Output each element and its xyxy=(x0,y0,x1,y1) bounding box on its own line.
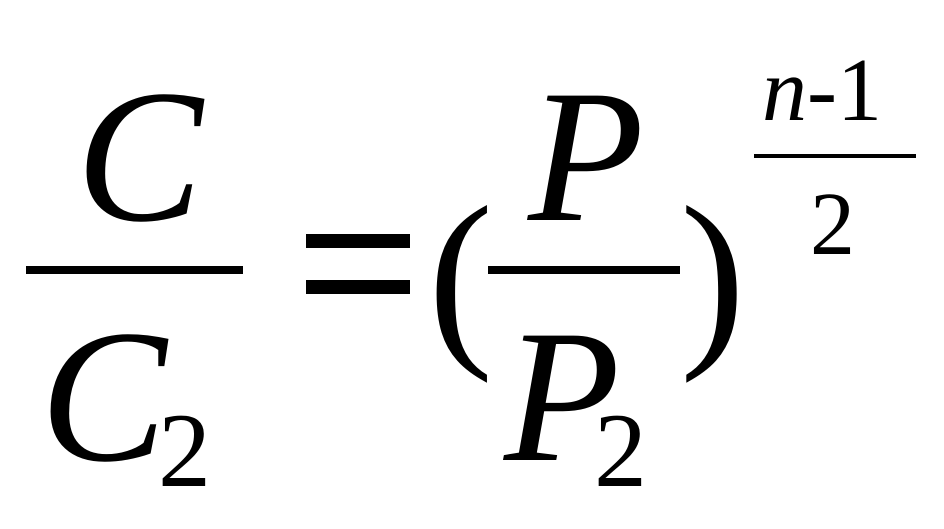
exponent-numerator: n-1 xyxy=(762,46,882,136)
exponent-denominator: 2 xyxy=(810,175,855,274)
equals-sign-bottom-stroke xyxy=(306,280,410,294)
equals-sign-top-stroke xyxy=(306,234,410,248)
right-numerator-symbol: P xyxy=(528,52,645,262)
exponent-variable: n xyxy=(762,41,807,140)
right-denominator-subscript: 2 xyxy=(594,392,647,509)
close-parenthesis: ) xyxy=(680,167,746,384)
right-denominator-symbol: P xyxy=(504,292,621,502)
exponent-fraction-bar xyxy=(754,154,916,158)
left-fraction-bar xyxy=(26,266,243,274)
exponent-rest: -1 xyxy=(807,41,882,140)
left-denominator-symbol: C xyxy=(40,292,167,502)
open-parenthesis: ( xyxy=(428,167,494,384)
left-numerator-symbol: C xyxy=(76,52,203,262)
right-fraction-bar xyxy=(488,266,680,274)
left-denominator-subscript: 2 xyxy=(158,392,211,509)
